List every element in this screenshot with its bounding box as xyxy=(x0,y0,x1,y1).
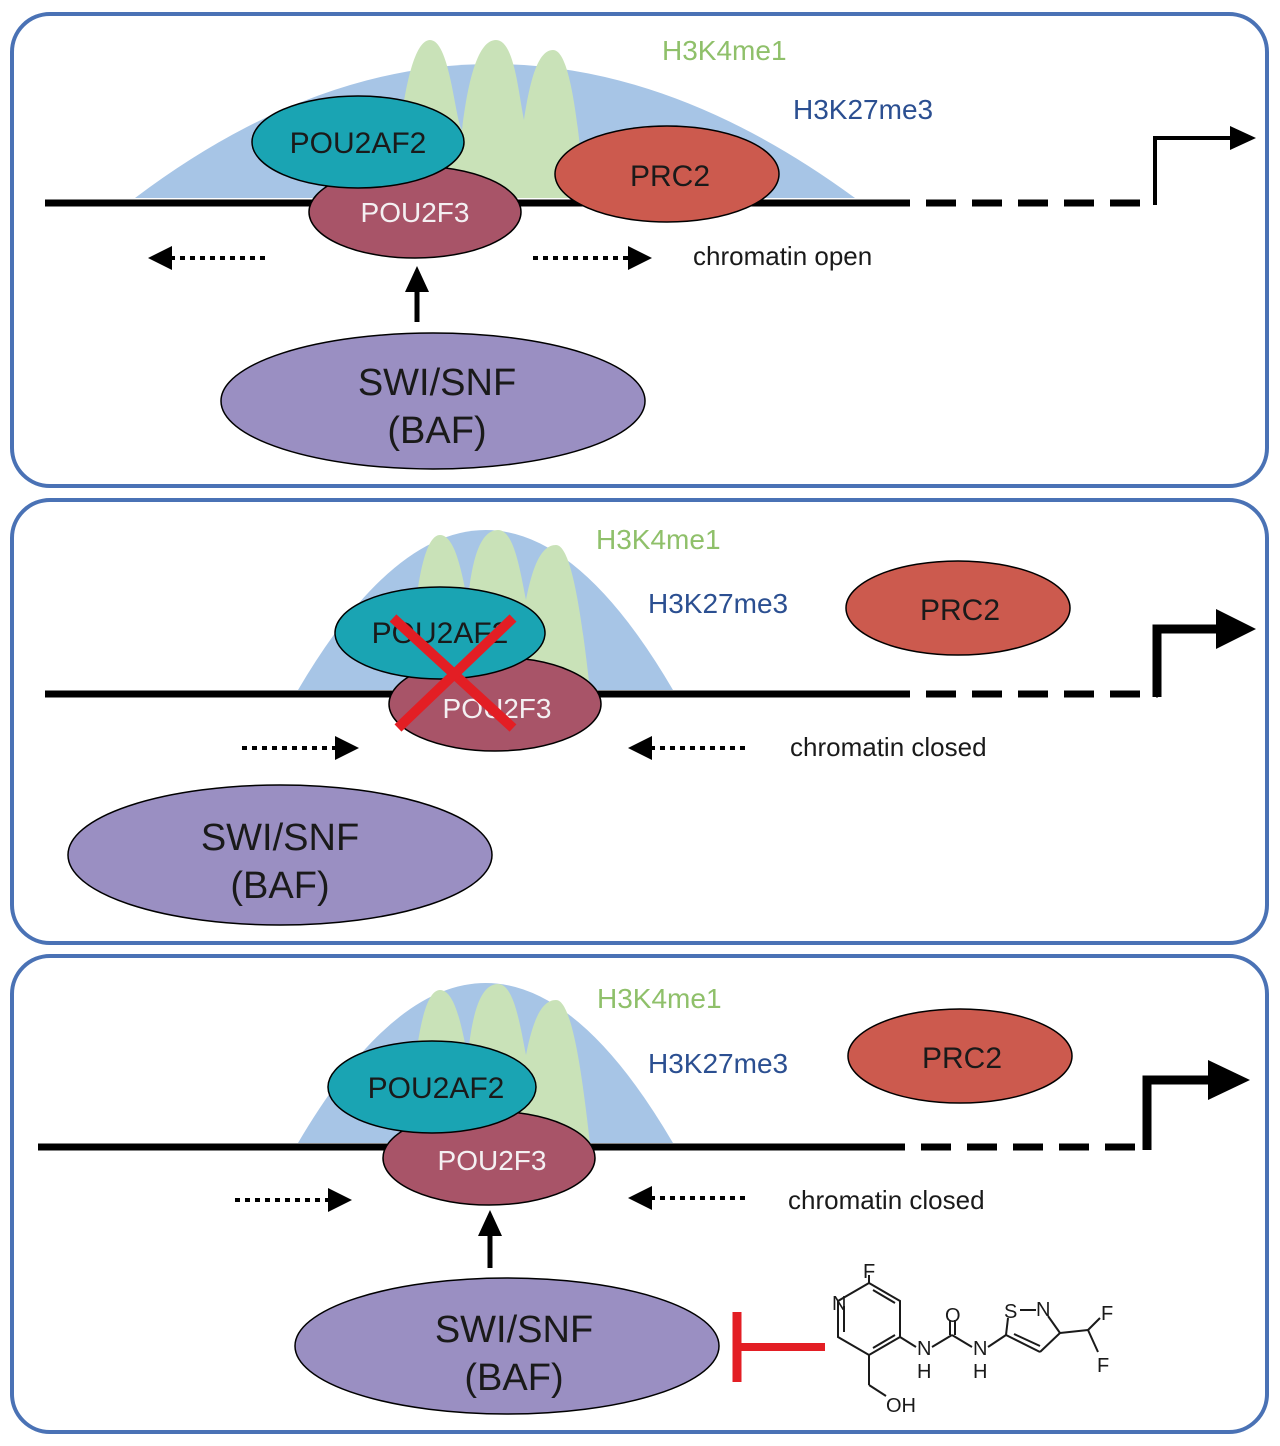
baf-ellipse xyxy=(67,784,493,926)
atom-n-thiazole: N xyxy=(1036,1299,1050,1321)
h3k27me3-label: H3K27me3 xyxy=(648,1048,788,1079)
atom-s: S xyxy=(1004,1301,1017,1323)
panel-1: H3K4me1 H3K27me3 POU2F3 POU2AF2 PRC2 chr… xyxy=(10,12,1269,488)
pou2af2-ellipse xyxy=(251,95,465,189)
pou2af2-ellipse xyxy=(334,586,546,680)
h3k4me1-label: H3K4me1 xyxy=(596,524,721,555)
pou2f3-label: POU2F3 xyxy=(361,197,470,228)
chromatin-state-label: chromatin closed xyxy=(788,1185,985,1215)
prc2-ellipse xyxy=(554,125,780,223)
tss-line xyxy=(1142,1075,1210,1150)
h3k27me3-label: H3K27me3 xyxy=(648,588,788,619)
tss-arrowhead xyxy=(1216,609,1256,649)
atom-nh2-n: N xyxy=(973,1338,987,1360)
tss-line xyxy=(1153,136,1232,205)
panel-2: H3K4me1 H3K27me3 POU2F3 POU2AF2 PRC2 chr… xyxy=(10,498,1269,945)
atom-nh1-n: N xyxy=(917,1338,931,1360)
atom-n-ring: N xyxy=(832,1293,846,1315)
chromatin-state-label: chromatin open xyxy=(693,241,872,271)
arrowhead-right xyxy=(628,246,652,270)
atom-f-right1: F xyxy=(1101,1303,1113,1325)
pou2af2-ellipse xyxy=(327,1040,537,1134)
prc2-label: PRC2 xyxy=(922,1042,1002,1075)
disruption-cross-icon xyxy=(394,614,517,732)
baf-label-line2: (BAF) xyxy=(387,410,486,452)
tss-line xyxy=(1152,624,1218,697)
tss-arrowhead xyxy=(1208,1060,1250,1100)
prc2-ellipse xyxy=(847,1008,1073,1104)
prc2-label: PRC2 xyxy=(630,160,710,193)
atom-nh1-h: H xyxy=(917,1361,931,1383)
tss-arrowhead xyxy=(1230,126,1256,150)
prc2-label: PRC2 xyxy=(920,594,1000,627)
atom-oh: OH xyxy=(886,1395,916,1417)
pou2af2-label: POU2AF2 xyxy=(290,127,427,160)
baf-label-line2: (BAF) xyxy=(230,865,329,907)
inhibitor-structure xyxy=(837,1275,1101,1397)
panel-3: H3K4me1 H3K27me3 POU2F3 POU2AF2 PRC2 chr… xyxy=(10,954,1269,1434)
h3k4me1-label: H3K4me1 xyxy=(662,35,787,66)
baf-label-line1: SWI/SNF xyxy=(358,362,516,404)
arrowhead-left xyxy=(628,736,652,760)
h3k4me1-label: H3K4me1 xyxy=(597,983,722,1014)
arrowhead-left xyxy=(148,246,172,270)
atom-f-right2: F xyxy=(1097,1355,1109,1377)
pou2af2-label: POU2AF2 xyxy=(368,1072,505,1105)
h3k27me3-label: H3K27me3 xyxy=(793,94,933,125)
baf-label-line1: SWI/SNF xyxy=(201,817,359,859)
arrowhead-right xyxy=(335,736,359,760)
baf-ellipse xyxy=(294,1277,720,1415)
atom-f-top: F xyxy=(863,1261,875,1283)
atom-o: O xyxy=(945,1305,961,1327)
baf-label-line1: SWI/SNF xyxy=(435,1309,593,1351)
baf-recruit-arrowhead xyxy=(478,1210,502,1236)
arrowhead-left xyxy=(628,1186,652,1210)
inhibitor-atom-labels: F N O N H N H S N F F OH xyxy=(832,1261,1113,1417)
baf-ellipse xyxy=(220,332,646,470)
chromatin-state-label: chromatin closed xyxy=(790,732,987,762)
baf-label-line2: (BAF) xyxy=(464,1357,563,1399)
baf-recruit-arrowhead xyxy=(405,266,429,292)
prc2-ellipse xyxy=(845,560,1071,656)
pou2f3-label: POU2F3 xyxy=(438,1145,547,1176)
atom-nh2-h: H xyxy=(973,1361,987,1383)
arrowhead-right xyxy=(328,1188,352,1212)
